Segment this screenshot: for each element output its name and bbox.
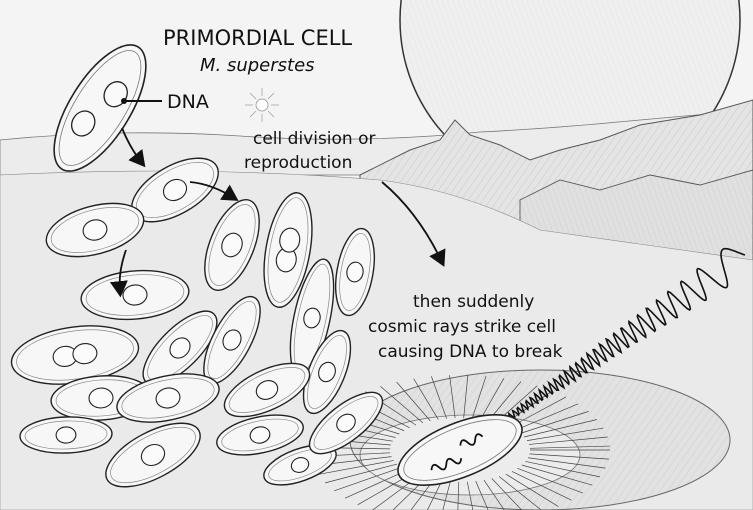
event-label-line3: causing DNA to break [378,342,563,362]
cell-nucleus [56,427,76,444]
division-label-line2: reproduction [244,153,352,173]
title: PRIMORDIAL CELL [163,26,352,50]
event-label-line1: then suddenly [413,292,534,312]
species-name: M. superstes [200,55,315,76]
sun-glow [245,88,279,122]
dna-label: DNA [167,91,209,113]
division-label-line1: cell division or [253,129,376,149]
event-label-line2: cosmic rays strike cell [368,317,556,337]
